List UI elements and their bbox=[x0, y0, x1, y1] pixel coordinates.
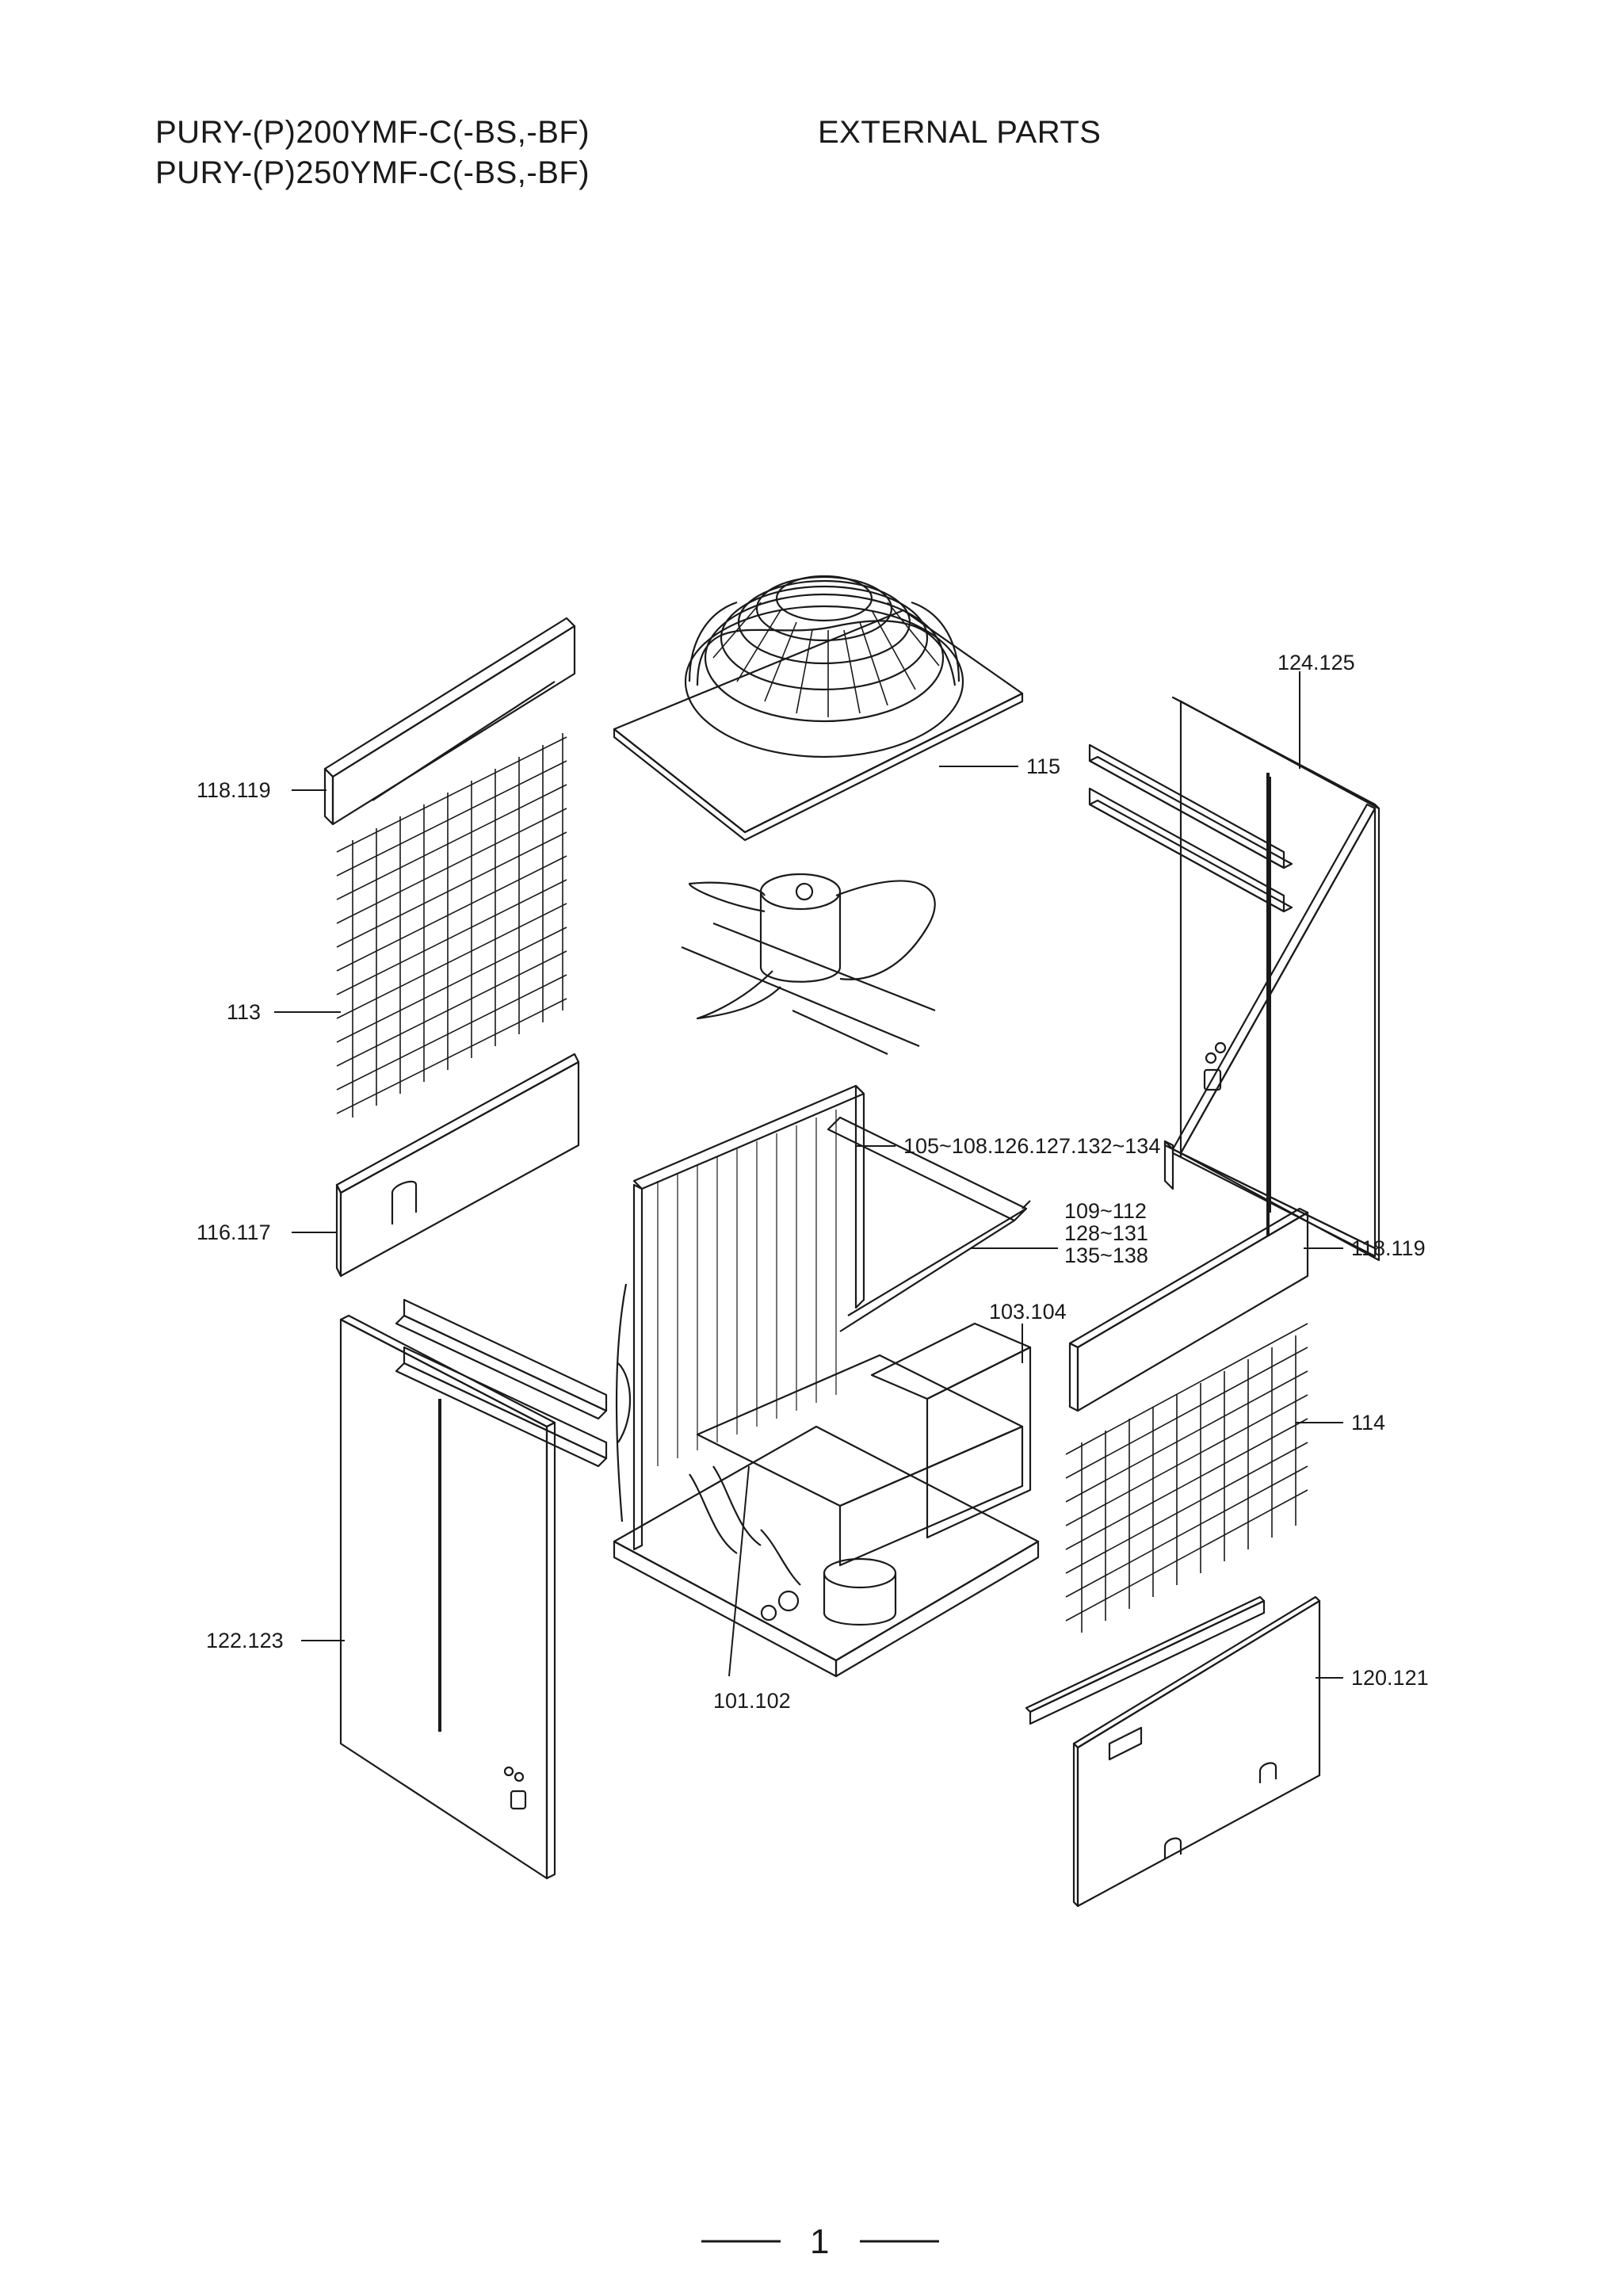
fan-and-motor bbox=[681, 873, 936, 1055]
callout-101-102: 101.102 bbox=[713, 1689, 791, 1713]
left-top-bar bbox=[323, 617, 576, 826]
right-front-lower-panel bbox=[1025, 1595, 1321, 1908]
callout-128-131: 128~131 bbox=[1064, 1221, 1148, 1245]
left-side-panel bbox=[339, 1314, 556, 1880]
right-rear-panel bbox=[1163, 696, 1381, 1262]
callout-labels: 115 124.125 118.119 113 105~108.126.127.… bbox=[197, 651, 1429, 1713]
model-name-2: PURY-(P)250YMF-C(-BS,-BF) bbox=[155, 155, 590, 190]
callout-114: 114 bbox=[1351, 1411, 1385, 1435]
page-footer: 1 bbox=[701, 2222, 939, 2261]
callout-124-125: 124.125 bbox=[1277, 651, 1355, 674]
callout-118-119-left: 118.119 bbox=[197, 778, 271, 802]
callout-109-112: 109~112 bbox=[1064, 1199, 1147, 1223]
callout-135-138: 135~138 bbox=[1064, 1244, 1148, 1267]
right-mesh-guard bbox=[1065, 1323, 1308, 1633]
callout-120-121: 120.121 bbox=[1351, 1666, 1429, 1690]
model-name-1: PURY-(P)200YMF-C(-BS,-BF) bbox=[155, 115, 590, 150]
callout-122-123: 122.123 bbox=[206, 1629, 284, 1652]
left-corner-bars bbox=[395, 1298, 608, 1468]
callout-113: 113 bbox=[227, 1000, 261, 1024]
right-corner-bars bbox=[1088, 743, 1293, 913]
leader-lines bbox=[274, 671, 1343, 1679]
base-frame-and-internals bbox=[613, 1116, 1040, 1678]
left-mesh-guard bbox=[336, 733, 567, 1117]
callout-105-108: 105~108.126.127.132~134 bbox=[903, 1134, 1160, 1158]
callout-116-117: 116.117 bbox=[197, 1221, 271, 1244]
top-panel-with-fan-guard bbox=[613, 575, 1024, 842]
section-title: EXTERNAL PARTS bbox=[818, 115, 1102, 150]
callout-103-104: 103.104 bbox=[989, 1300, 1067, 1324]
page-number: 1 bbox=[810, 2222, 829, 2261]
right-front-bar bbox=[1068, 1207, 1309, 1412]
left-lower-bar bbox=[335, 1052, 580, 1278]
callout-118-119-right: 118.119 bbox=[1351, 1236, 1426, 1260]
callout-115: 115 bbox=[1026, 755, 1060, 778]
heat-exchanger bbox=[615, 1084, 865, 1551]
